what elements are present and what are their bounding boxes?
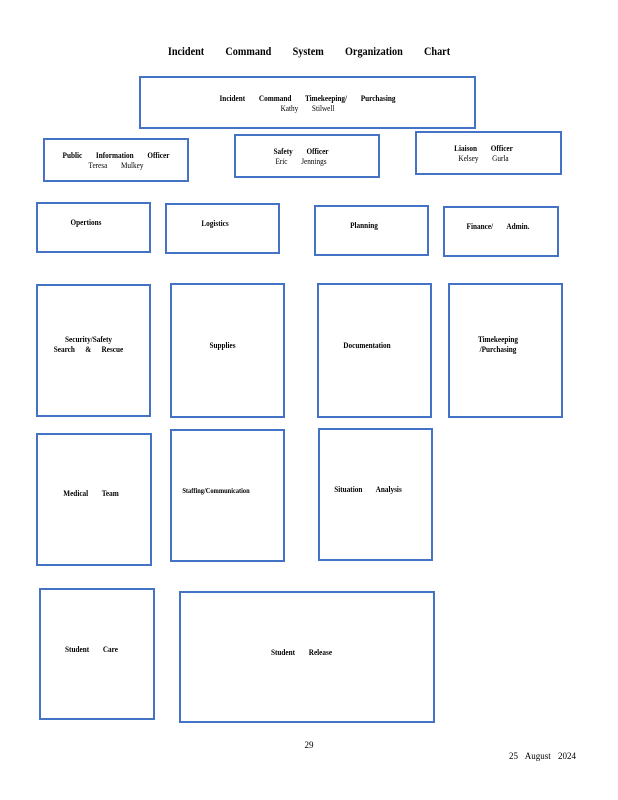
finance-admin-box — [443, 206, 559, 257]
page-number: 29 — [304, 740, 314, 750]
operations-box — [36, 202, 151, 253]
staffing-communication-box — [170, 429, 285, 562]
logistics-label: Logistics — [201, 218, 229, 228]
medical-team-label: Medical Team — [63, 488, 119, 498]
student-care-label: Student Care — [65, 644, 118, 654]
public-information-label: Public Information Officer Teresa Mulkey — [62, 150, 170, 170]
safety-officer-label: Safety Officer Eric Jennings — [273, 146, 329, 166]
planning-box — [314, 205, 429, 256]
supplies-label: Supplies — [209, 340, 236, 350]
incident-command-box — [139, 76, 476, 129]
logistics-box — [165, 203, 280, 254]
staffing-communication-label: Staffing/Communication — [182, 486, 250, 495]
public-information-name: Teresa Mulkey — [88, 160, 144, 170]
finance-admin-label: Finance/ Admin. — [466, 221, 530, 231]
chart-title: Incident Command System Organization Cha… — [167, 44, 451, 58]
medical-team-box — [36, 433, 152, 566]
timekeeping-purchasing-label: Timekeeping /Purchasing — [477, 334, 519, 354]
security-safety-box — [36, 284, 151, 417]
planning-label: Planning — [350, 220, 378, 230]
liaison-officer-name: Kelsey Gurla — [458, 153, 509, 163]
liaison-officer-label: Liaison Officer Kelsey Gurla — [454, 143, 513, 163]
public-information-box — [43, 138, 189, 182]
incident-command-title: Incident Command Timekeeping/ Purchasing… — [219, 93, 396, 113]
student-care-box — [39, 588, 155, 720]
footer-date: 25 August 2024 — [508, 751, 576, 761]
documentation-box — [317, 283, 432, 418]
incident-command-name: Kathy Stilwell — [280, 103, 335, 113]
safety-officer-box — [234, 134, 380, 178]
student-release-label: Student Release — [270, 647, 333, 657]
safety-officer-name: Eric Jennings — [275, 156, 327, 166]
situation-analysis-label: Situation Analysis — [334, 484, 402, 494]
operations-label: Opertions — [70, 217, 102, 227]
student-release-box — [179, 591, 435, 723]
supplies-box — [170, 283, 285, 418]
security-safety-label: Security/Safety Search & Rescue — [53, 334, 124, 354]
liaison-officer-box — [415, 131, 562, 175]
situation-analysis-box — [318, 428, 433, 561]
documentation-label: Documentation — [343, 340, 391, 350]
timekeeping-purchasing-box — [448, 283, 563, 418]
